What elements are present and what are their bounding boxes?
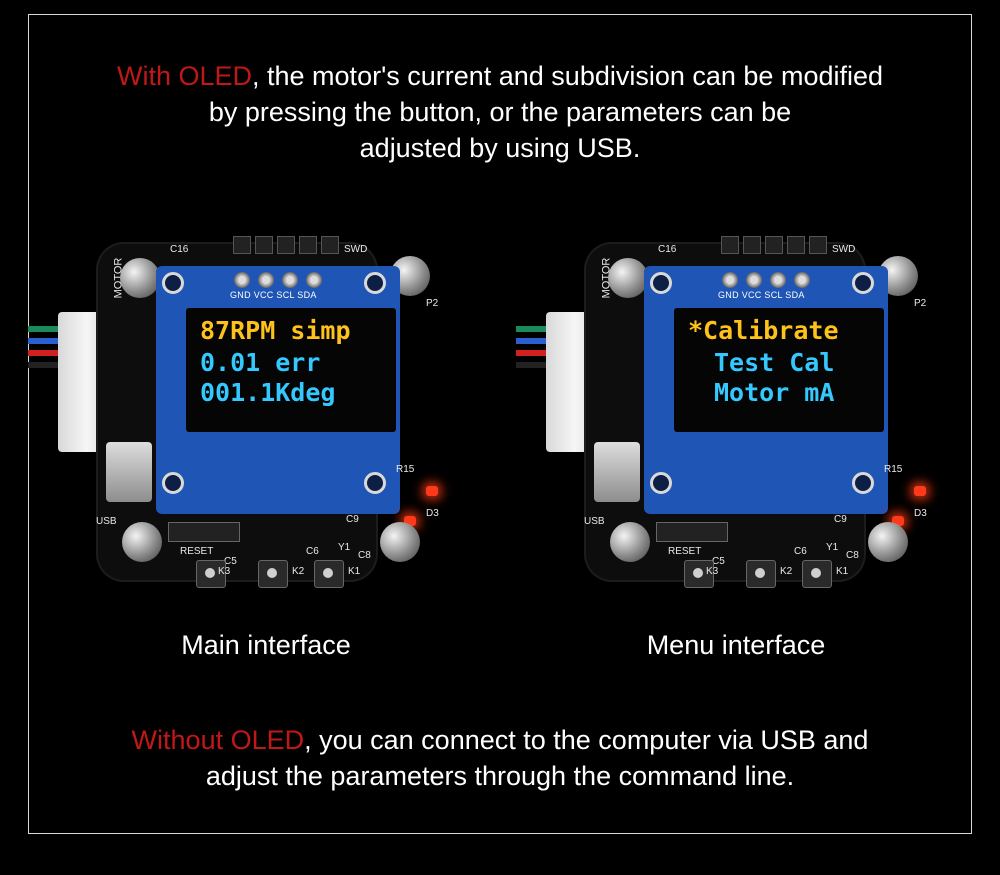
oled-line-2: Test Cal: [714, 348, 835, 377]
intro-line-2: by pressing the button, or the parameter…: [208, 97, 792, 127]
k1-button: [314, 560, 344, 588]
content-frame: [28, 14, 972, 834]
screw-bottom-left: [122, 522, 162, 562]
k1-label: K1: [348, 566, 361, 577]
without-oled-highlight: Without OLED: [131, 725, 305, 755]
r15-label: R15: [396, 464, 415, 475]
oled-module: GND VCC SCL SDA 87RPM simp 0.01 err 001.…: [156, 266, 400, 514]
screw-bottom-right: [380, 522, 420, 562]
outro-line-2: adjust the parameters through the comman…: [205, 761, 795, 791]
intro-line-1-rest: , the motor's current and subdivision ca…: [252, 61, 884, 91]
c5-label: C5: [224, 556, 237, 567]
oled-line-2: 0.01 err: [200, 348, 321, 377]
reset-label: RESET: [668, 546, 702, 557]
c9-label: C9: [346, 514, 359, 525]
c5-label: C5: [712, 556, 725, 567]
reset-button: [196, 560, 226, 588]
oled-pin-header: [722, 272, 810, 288]
k2-label: K2: [292, 566, 305, 577]
chip: [168, 522, 240, 542]
usb-port: [106, 442, 152, 502]
k1-button: [802, 560, 832, 588]
mount-hole: [650, 272, 672, 294]
outro-text: Without OLED, you can connect to the com…: [0, 722, 1000, 794]
k2-button: [746, 560, 776, 588]
mount-hole: [364, 272, 386, 294]
mount-hole: [852, 472, 874, 494]
k2-label: K2: [780, 566, 793, 577]
p2-label: P2: [914, 298, 927, 309]
chip: [656, 522, 728, 542]
oled-module: GND VCC SCL SDA *Calibrate Test Cal Moto…: [644, 266, 888, 514]
status-led: [914, 486, 926, 496]
mount-hole: [650, 472, 672, 494]
oled-line-3: Motor mA: [714, 378, 835, 407]
swd-label: SWD: [832, 244, 856, 255]
c16-label: C16: [170, 244, 189, 255]
y1-label: Y1: [338, 542, 351, 553]
c6-label: C6: [794, 546, 807, 557]
mount-hole: [162, 472, 184, 494]
oled-line-3: 001.1Kdeg: [200, 378, 336, 407]
driver-board-main: MOTOR C16 SWD P2 USB GND VCC SCL SDA 87R…: [28, 232, 439, 590]
status-led: [892, 516, 904, 526]
oled-screen: 87RPM simp 0.01 err 001.1Kdeg: [186, 308, 396, 432]
intro-text: With OLED, the motor's current and subdi…: [0, 58, 1000, 166]
r15-label: R15: [884, 464, 903, 475]
k3-label: K3: [706, 566, 719, 577]
caption-main-interface: Main interface: [181, 630, 351, 660]
screw-top-left: [608, 258, 648, 298]
oled-pin-header: [234, 272, 322, 288]
k3-label: K3: [218, 566, 231, 577]
c8-label: C8: [846, 550, 859, 561]
status-led: [404, 516, 416, 526]
c16-label: C16: [658, 244, 677, 255]
reset-button: [684, 560, 714, 588]
swd-label: SWD: [344, 244, 368, 255]
oled-line-1: *Calibrate: [688, 316, 839, 345]
oled-line-1: 87RPM simp: [200, 316, 351, 345]
c6-label: C6: [306, 546, 319, 557]
c8-label: C8: [358, 550, 371, 561]
usb-label: USB: [584, 516, 605, 527]
oled-pin-labels: GND VCC SCL SDA: [230, 290, 317, 300]
k2-button: [258, 560, 288, 588]
status-led: [426, 486, 438, 496]
with-oled-highlight: With OLED: [116, 61, 253, 91]
d3-label: D3: [426, 508, 439, 519]
usb-port: [594, 442, 640, 502]
oled-pin-labels: GND VCC SCL SDA: [718, 290, 805, 300]
mount-hole: [852, 272, 874, 294]
outro-line-1-rest: , you can connect to the computer via US…: [304, 725, 869, 755]
swd-header: [721, 236, 827, 254]
reset-label: RESET: [180, 546, 214, 557]
oled-screen: *Calibrate Test Cal Motor mA: [674, 308, 884, 432]
mount-hole: [364, 472, 386, 494]
screw-bottom-right: [868, 522, 908, 562]
caption-menu-interface: Menu interface: [646, 630, 826, 660]
p2-label: P2: [426, 298, 439, 309]
usb-label: USB: [96, 516, 117, 527]
intro-line-1: With OLED, the motor's current and subdi…: [0, 58, 1000, 94]
driver-board-menu: MOTOR C16 SWD P2 USB GND VCC SCL SDA *Ca…: [516, 232, 927, 590]
k1-label: K1: [836, 566, 849, 577]
d3-label: D3: [914, 508, 927, 519]
screw-bottom-left: [610, 522, 650, 562]
c9-label: C9: [834, 514, 847, 525]
outro-line-1: Without OLED, you can connect to the com…: [0, 722, 1000, 758]
swd-header: [233, 236, 339, 254]
screw-top-left: [120, 258, 160, 298]
mount-hole: [162, 272, 184, 294]
y1-label: Y1: [826, 542, 839, 553]
intro-line-3: adjusted by using USB.: [359, 133, 641, 163]
